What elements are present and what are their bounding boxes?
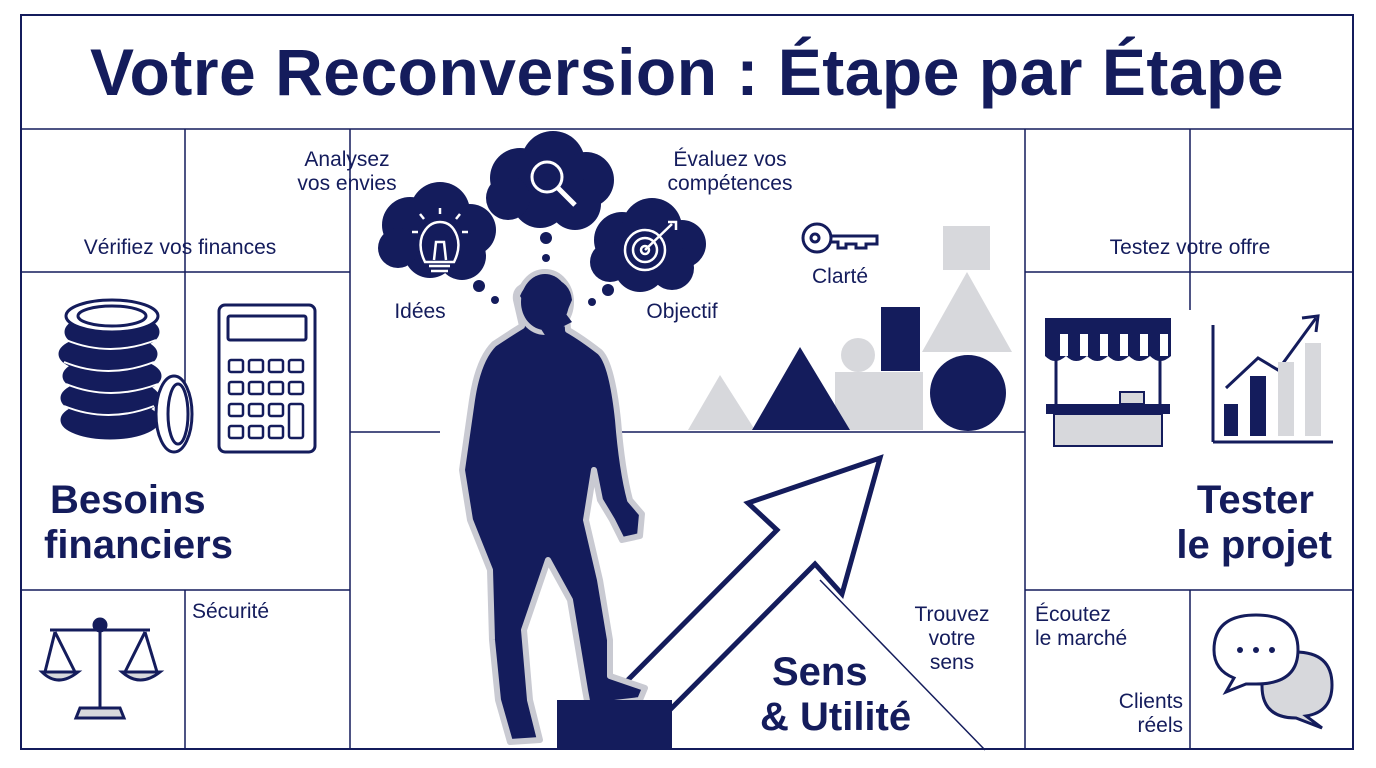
grid-lines (20, 128, 1354, 751)
financial-needs-heading: Besoins financiers (44, 478, 334, 568)
meaning-heading-line2: & Utilité (760, 694, 912, 739)
evaluate-line1: Évaluez vos (673, 148, 787, 171)
meaning-heading-line1: Sens (772, 650, 868, 694)
check-finances-label: Vérifiez vos finances (83, 236, 277, 259)
key-icon (801, 222, 879, 254)
calculator-icon (217, 303, 317, 454)
security-label: Sécurité (192, 600, 270, 623)
thought-dots (473, 232, 614, 306)
clarity-label: Clarté (811, 265, 869, 288)
real-clients-label: Clients réels (1060, 690, 1183, 738)
financial-needs-line1: Besoins (50, 478, 206, 522)
lightbulb-icon (378, 182, 496, 280)
clients-line2: réels (1137, 714, 1183, 738)
person-climbing-icon (459, 269, 672, 748)
scales-icon (38, 617, 165, 720)
target-icon (590, 198, 706, 292)
coins-stack-icon (58, 298, 194, 454)
geometric-shapes (688, 226, 1012, 431)
market-stall-icon (1045, 318, 1171, 447)
evaluate-skills-label: Évaluez vos compétences (640, 148, 820, 196)
growth-chart-icon (1211, 314, 1333, 444)
meaning-line3: sens (929, 651, 975, 675)
test-project-heading: Tester le projet (1060, 478, 1332, 568)
outer-frame (20, 14, 1354, 750)
clients-line1: Clients (1118, 690, 1183, 713)
magnifier-icon (486, 131, 614, 230)
listen-line1: Écoutez (1035, 603, 1111, 626)
meaning-line2: votre (928, 627, 976, 651)
analyze-line2: vos envies (297, 172, 397, 196)
test-offer-label: Testez votre offre (1109, 236, 1271, 259)
analyze-line1: Analysez (304, 148, 390, 171)
financial-needs-line2: financiers (44, 522, 233, 567)
analyze-desires-label: Analysez vos envies (272, 148, 422, 196)
listen-market-label: Écoutez le marché (1035, 603, 1185, 651)
meaning-line1: Trouvez (914, 603, 990, 626)
objective-label: Objectif (646, 300, 718, 323)
test-project-line2: le projet (1176, 522, 1332, 567)
listen-line2: le marché (1035, 627, 1128, 651)
evaluate-line2: compétences (667, 172, 793, 196)
test-project-line1: Tester (1196, 478, 1314, 522)
meaning-utility-heading: Sens & Utilité (760, 650, 990, 740)
find-meaning-label: Trouvez votre sens (892, 603, 1012, 675)
ideas-label: Idées (394, 300, 446, 323)
page-title: Votre Reconversion : Étape par Étape (89, 35, 1285, 109)
chat-bubbles-icon (1212, 613, 1334, 730)
